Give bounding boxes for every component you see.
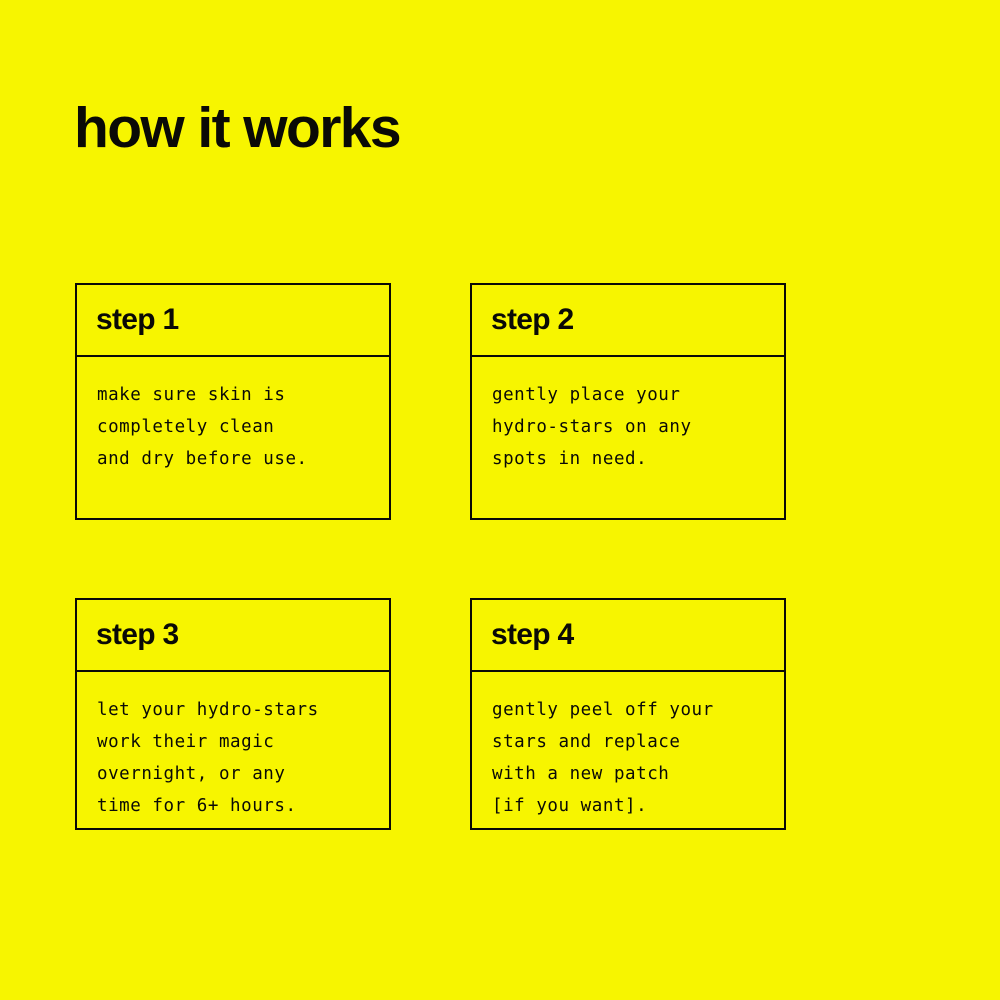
step-card-2-text: gently place your hydro-stars on any spo…: [492, 385, 692, 469]
step-card-4-text: gently peel off your stars and replace w…: [492, 700, 714, 816]
step-card-2-label: step 2: [491, 303, 574, 336]
step-card-1-label: step 1: [96, 303, 179, 336]
steps-grid: step 1 make sure skin is completely clea…: [75, 283, 786, 830]
step-card-4: step 4 gently peel off your stars and re…: [470, 598, 786, 830]
step-card-2: step 2 gently place your hydro-stars on …: [470, 283, 786, 520]
step-card-3: step 3 let your hydro-stars work their m…: [75, 598, 391, 830]
step-card-3-text: let your hydro-stars work their magic ov…: [97, 700, 319, 816]
step-card-1-body: make sure skin is completely clean and d…: [77, 357, 389, 518]
step-card-4-label: step 4: [491, 618, 574, 651]
step-card-4-header: step 4: [472, 600, 784, 672]
step-card-3-header: step 3: [77, 600, 389, 672]
step-card-1-header: step 1: [77, 285, 389, 357]
page-title: how it works: [74, 96, 402, 160]
step-card-3-label: step 3: [96, 618, 179, 651]
step-card-4-body: gently peel off your stars and replace w…: [472, 672, 784, 828]
step-card-3-body: let your hydro-stars work their magic ov…: [77, 672, 389, 828]
step-card-1-text: make sure skin is completely clean and d…: [97, 385, 308, 469]
step-card-1: step 1 make sure skin is completely clea…: [75, 283, 391, 520]
step-card-2-body: gently place your hydro-stars on any spo…: [472, 357, 784, 518]
step-card-2-header: step 2: [472, 285, 784, 357]
